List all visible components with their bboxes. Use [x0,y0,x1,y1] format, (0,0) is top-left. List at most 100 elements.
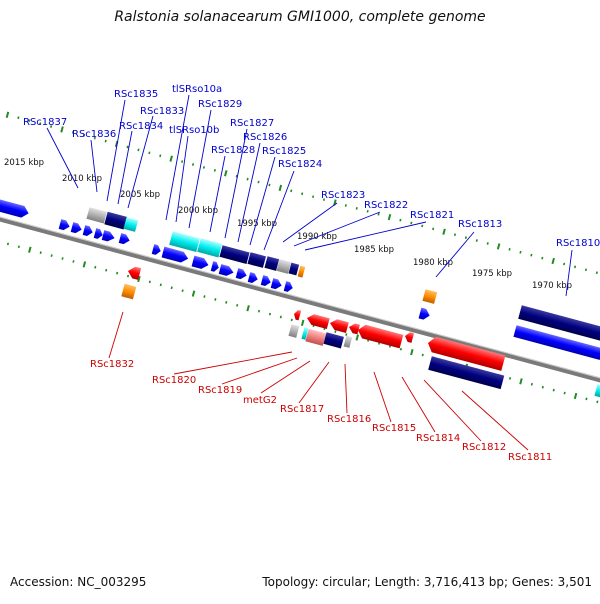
forward-gene-arrow [0,197,29,218]
forward-gene-arrow [418,307,430,320]
forward-label-leader [209,155,226,233]
reverse-label-leader [173,351,293,375]
forward-gene-label: RSc1837 [23,117,67,128]
scale-ticks-upper [541,256,544,260]
forward-gene-arrow [283,281,293,292]
scale-ticks-upper [126,145,129,149]
rrna-block [219,245,250,265]
scale-ticks-lower [203,295,206,298]
reverse-gene-arrow [357,324,404,349]
forward-gene-label: RSc1835 [114,89,158,100]
scale-label: 1975 kbp [472,269,512,279]
forward-gene-arrow [58,219,70,231]
scale-ticks-lower [552,388,555,392]
forward-label-leader [175,135,189,223]
forward-gene-arrow [151,244,161,255]
forward-label-leader [282,202,338,243]
reverse-gene-label: metG2 [243,395,277,406]
reverse-gene-label: RSc1814 [416,433,460,444]
scale-ticks-upper [235,174,238,178]
genome-backbone [0,168,600,432]
scale-ticks-upper [530,253,533,257]
scale-ticks-upper [432,227,435,231]
scale-ticks-lower [334,330,337,333]
scale-ticks-lower [39,251,42,255]
scale-ticks-upper [104,139,107,143]
pseudogene-block [276,259,292,274]
scale-ticks-upper [39,122,42,125]
trna-block [594,384,600,399]
reverse-gene-arrow [405,332,415,343]
misc-feature [422,289,438,304]
forward-label-leader [237,142,261,243]
trna-block [123,217,139,232]
forward-label-leader [165,94,190,221]
reverse-gene-label: RSc1816 [327,414,371,425]
scale-ticks-upper [290,189,293,193]
scale-label: 1985 kbp [354,245,394,255]
scale-ticks-upper [551,257,555,265]
scale-ticks-upper [464,236,467,239]
scale-ticks-upper [584,268,588,272]
forward-label-leader [188,109,212,229]
scale-ticks-upper [508,247,511,251]
scale-ticks-lower [17,245,20,249]
reverse-label-leader [260,360,311,394]
scale-ticks-upper [93,136,96,140]
forward-gene-label: RSc1836 [72,129,116,140]
scale-ticks-lower [214,298,217,301]
trna-block [169,231,200,253]
scale-ticks-lower [508,377,512,380]
reverse-label-leader [423,379,482,442]
reverse-gene-label: RSc1820 [152,375,196,386]
scale-ticks-lower [225,301,228,304]
scale-ticks-upper [366,209,369,213]
scale-label: 2010 kbp [62,174,102,184]
scale-ticks-lower [61,257,64,260]
scale-label: 1970 kbp [532,281,572,291]
forward-label-leader [304,221,427,251]
forward-gene-arrow [93,228,103,239]
scale-ticks-lower [170,286,173,290]
scale-ticks-lower [596,400,599,404]
reverse-gene-arrow [330,319,349,333]
scale-ticks-lower [563,391,566,395]
scale-ticks-upper [82,133,85,137]
scale-ticks-upper [344,204,347,207]
forward-label-leader [46,127,79,189]
reverse-label-leader [108,311,124,359]
scale-ticks-upper [213,168,216,172]
scale-ticks-upper [519,250,522,254]
misc-feature [297,265,306,278]
reverse-gene-label: RSc1815 [372,423,416,434]
forward-label-leader [263,170,295,251]
scale-ticks-upper [301,192,304,196]
scale-ticks-lower [530,382,533,386]
scale-ticks-lower [421,353,424,357]
scale-ticks-lower [279,315,282,319]
forward-gene-arrow [191,255,209,269]
scale-ticks-lower [300,319,305,327]
forward-gene-label: RSc1813 [458,219,502,230]
scale-ticks-upper [148,151,151,155]
scale-ticks-upper [399,218,402,222]
forward-label-leader [90,139,98,193]
forward-gene-label: RSc1823 [321,190,365,201]
forward-label-leader [127,115,154,209]
forward-gene-arrow [210,261,219,272]
forward-label-leader [117,130,133,205]
forward-gene-arrow [70,222,82,234]
scale-ticks-lower [290,318,293,322]
scale-ticks-upper [312,195,315,199]
scale-ticks-upper [159,154,162,158]
scale-label: 1980 kbp [413,258,453,268]
rrna-block [518,305,600,344]
forward-label-leader [249,156,276,246]
reverse-gene-label: RSc1817 [280,404,324,415]
reverse-label-leader [373,371,392,423]
reverse-label-leader [221,357,298,385]
forward-gene-arrow [260,275,271,286]
scale-ticks-upper [322,198,326,201]
scale-ticks-lower [137,275,141,283]
